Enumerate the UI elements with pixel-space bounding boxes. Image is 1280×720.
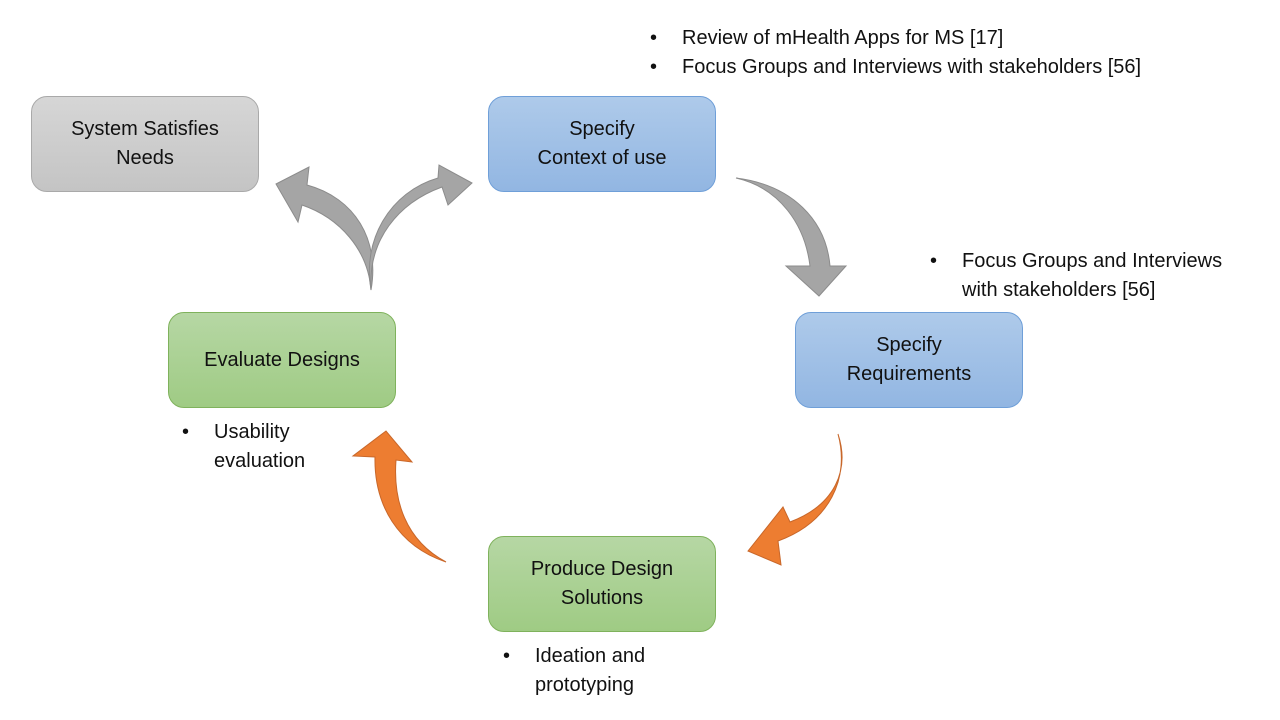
evaluate-note-text: Usability evaluation <box>214 421 306 472</box>
context-note-item: • Focus Groups and Interviews with stake… <box>650 53 1141 82</box>
bullet-icon: • <box>182 421 190 443</box>
requirements-note-item: • Focus Groups and Interviews with stake… <box>930 247 1250 305</box>
arrow-produce-to-evaluate <box>351 430 447 563</box>
produce-note-item: • Ideation and prototyping <box>503 642 683 700</box>
context-notes-list: • Review of mHealth Apps for MS [17] • F… <box>650 24 1141 82</box>
bullet-icon: • <box>503 645 511 667</box>
produce-note-text: Ideation and prototyping <box>535 645 646 696</box>
specify-context-box: Specify Context of use <box>488 96 716 192</box>
requirements-note-text: Focus Groups and Interviews with stakeho… <box>962 250 1223 301</box>
bullet-icon: • <box>650 27 658 49</box>
produce-design-solutions-label: Produce Design Solutions <box>530 558 674 609</box>
context-note-item: • Review of mHealth Apps for MS [17] <box>650 24 1141 53</box>
context-note-text: Review of mHealth Apps for MS [17] <box>682 27 1004 49</box>
bullet-icon: • <box>930 250 938 272</box>
requirements-notes-list: • Focus Groups and Interviews with stake… <box>930 247 1250 305</box>
arrow-evaluate-to-satisfies <box>275 166 374 291</box>
produce-design-solutions-box: Produce Design Solutions <box>488 536 716 632</box>
specify-requirements-box: Specify Requirements <box>795 312 1023 408</box>
context-note-text: Focus Groups and Interviews with stakeho… <box>682 56 1142 78</box>
evaluate-designs-label: Evaluate Designs <box>204 348 360 371</box>
arrow-context-to-requirements <box>735 177 848 297</box>
evaluate-note-item: • Usability evaluation <box>182 418 342 476</box>
arrow-evaluate-to-context <box>368 164 473 291</box>
evaluate-notes-list: • Usability evaluation <box>182 418 342 476</box>
specify-context-label: Specify Context of use <box>537 118 667 169</box>
produce-notes-list: • Ideation and prototyping <box>503 642 683 700</box>
bullet-icon: • <box>650 56 658 78</box>
evaluate-designs-box: Evaluate Designs <box>168 312 396 408</box>
specify-requirements-label: Specify Requirements <box>846 334 972 385</box>
system-satisfies-needs-label: System Satisfies Needs <box>71 118 219 169</box>
arrow-requirements-to-produce <box>747 433 843 566</box>
system-satisfies-needs-box: System Satisfies Needs <box>31 96 259 192</box>
